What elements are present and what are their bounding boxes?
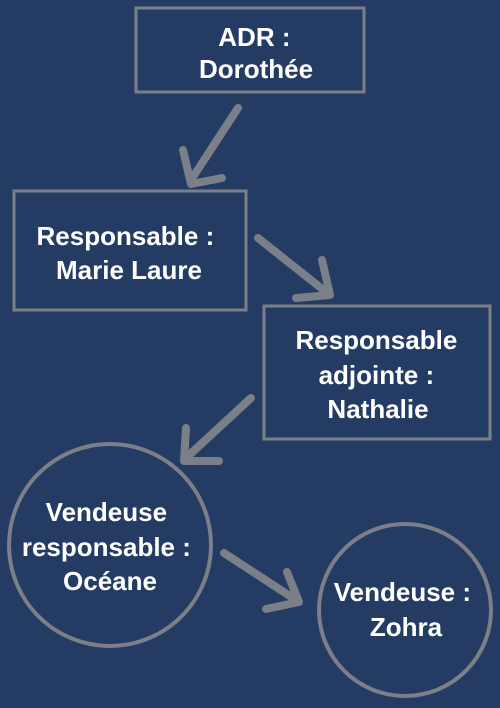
node-adr: ADR : Dorothée <box>134 6 366 94</box>
node-responsable-adjointe-line-1: Responsable <box>295 325 457 355</box>
node-vendeuse-responsable-line-2: responsable : <box>22 532 191 562</box>
node-vendeuse: Vendeuse : Zohra <box>317 522 493 698</box>
svg-text:ADR : Dorothée: ADR : Dorothée <box>199 22 313 84</box>
node-vendeuse-responsable-line-3: Océane <box>63 566 157 596</box>
arrow-adjointe-to-vendeuse-responsable <box>180 394 255 465</box>
node-responsable-adjointe-line-3: Nathalie <box>327 394 428 424</box>
arrow-responsable-to-adjointe-shaft <box>254 234 330 296</box>
node-adr-line-2: Dorothée <box>199 54 313 84</box>
node-responsable-box <box>12 189 248 312</box>
svg-text:Vendeuse responsable :: Vendeuse responsable : Océane <box>22 497 198 596</box>
arrow-responsable-to-adjointe <box>254 234 334 302</box>
arrow-vendeuse-responsable-to-vendeuse-shaft <box>220 549 300 604</box>
arrow-vendeuse-responsable-to-vendeuse-head <box>262 568 303 613</box>
node-adr-line-1: ADR : <box>218 22 290 52</box>
node-responsable-line-1: Responsable : <box>37 221 215 251</box>
node-vendeuse-responsable-line-1: Vendeuse <box>46 497 167 527</box>
svg-text:Vendeuse : Zohra: Vendeuse : Zohra <box>334 577 479 642</box>
node-vendeuse-circle <box>317 522 493 698</box>
arrow-adjointe-to-vendeuse-responsable-shaft <box>182 394 255 462</box>
node-adr-box <box>134 6 366 94</box>
node-vendeuse-line-2: Zohra <box>370 612 443 642</box>
node-responsable-adjointe-line-2: adjointe : <box>319 360 435 390</box>
arrow-adr-to-responsable <box>179 104 242 188</box>
arrow-adr-to-responsable-shaft <box>187 104 242 184</box>
svg-text:Responsable adjointe :: Responsable adjointe : Nathalie <box>295 325 464 424</box>
arrow-adr-to-responsable-head <box>179 146 226 188</box>
node-vendeuse-line-1: Vendeuse : <box>334 577 471 607</box>
node-responsable: Responsable : Marie Laure <box>12 189 248 312</box>
svg-text:Responsable : Marie Laur: Responsable : Marie Laure <box>37 221 222 285</box>
node-responsable-adjointe: Responsable adjointe : Nathalie <box>262 304 492 441</box>
arrow-adjointe-to-vendeuse-responsable-head <box>180 424 223 465</box>
node-vendeuse-responsable: Vendeuse responsable : Océane <box>7 442 213 648</box>
node-responsable-line-2: Marie Laure <box>56 255 202 285</box>
node-vendeuse-responsable-circle <box>7 442 213 648</box>
node-responsable-adjointe-box <box>262 304 492 441</box>
arrow-responsable-to-adjointe-head <box>292 256 334 302</box>
arrow-vendeuse-responsable-to-vendeuse <box>220 549 303 613</box>
